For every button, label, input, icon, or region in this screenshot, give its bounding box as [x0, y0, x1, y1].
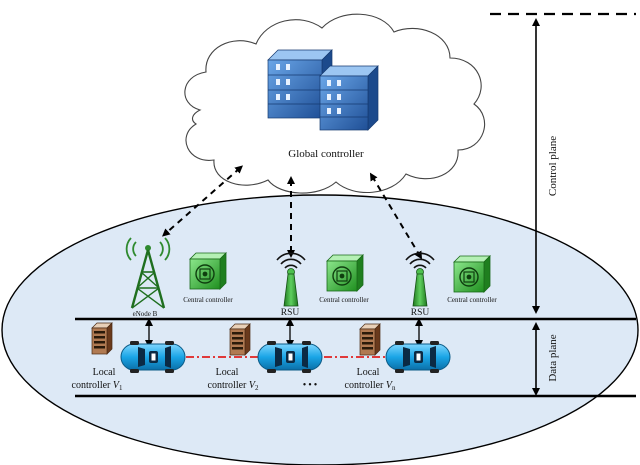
local-controller-box-icon-2: [229, 323, 251, 356]
global-controller-label: Global controller: [288, 148, 364, 160]
rsu-label-2: RSU: [411, 308, 430, 318]
v1-label-controller: controller V1: [72, 380, 123, 392]
vehicle-car-icon-3: [385, 340, 451, 374]
link-arrow-rsu2: [369, 172, 423, 260]
vn-label-controller: controller Vn: [345, 380, 396, 392]
v2-label-controller: controller V2: [208, 380, 259, 392]
central-controller-icon-2: [326, 254, 364, 292]
enodeb-tower-icon: [125, 237, 171, 309]
central-controller-label-2: Central controller: [319, 296, 369, 304]
control-plane-label: Control plane: [547, 136, 559, 196]
local-controller-box-icon-3: [359, 323, 381, 356]
vehicle-car-icon-2: [257, 340, 323, 374]
enodeb-label: eNode B: [133, 310, 158, 318]
link-arrow-enodeb: [161, 165, 244, 237]
vn-label-local: Local: [357, 367, 380, 378]
central-controller-icon-1: [189, 252, 227, 290]
server-rack-icon: [267, 49, 379, 131]
data-plane-label: Data plane: [547, 334, 559, 381]
vehicle-car-icon-1: [120, 340, 186, 374]
central-controller-label-1: Central controller: [183, 296, 233, 304]
rsu-label-1: RSU: [281, 308, 300, 318]
v2-label-local: Local: [216, 367, 239, 378]
local-controller-box-icon-1: [91, 322, 113, 355]
v1-label-local: Local: [93, 367, 116, 378]
central-controller-label-3: Central controller: [447, 296, 497, 304]
central-controller-icon-3: [453, 255, 491, 293]
vehicle-ellipsis: •••: [303, 380, 320, 391]
